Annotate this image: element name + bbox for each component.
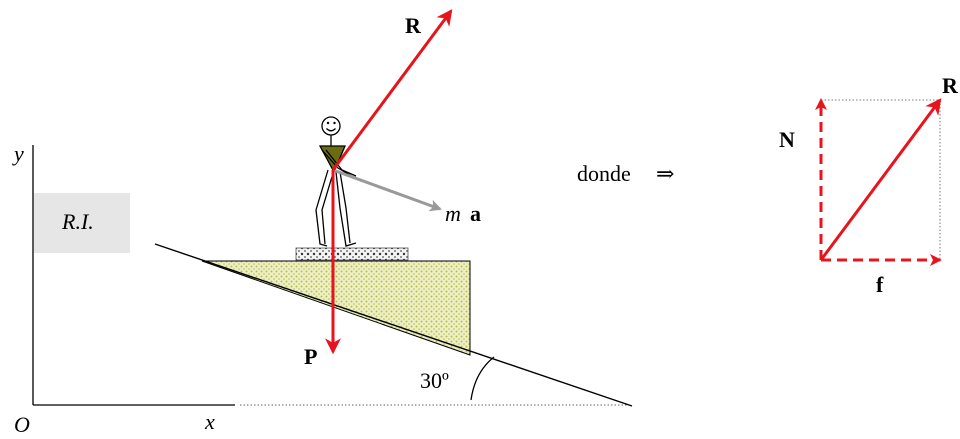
y-axis-label: y	[12, 141, 24, 166]
friction-label: f	[876, 272, 884, 297]
angle-arc	[470, 356, 495, 401]
force-vectors: R P m a	[304, 9, 481, 369]
smiley-face-icon	[321, 116, 341, 136]
decomposed-resultant-label: R	[942, 73, 959, 98]
reference-frame-label: R.I.	[61, 209, 94, 234]
incline-surface	[154, 243, 633, 407]
resultant-label: R	[405, 13, 422, 38]
stick-figure	[315, 116, 357, 247]
angle-label: 30º	[420, 368, 449, 393]
vector-decomposition: N f R	[779, 73, 959, 297]
inertial-mass-label: m	[445, 201, 461, 226]
reference-frame-box: R.I.	[34, 193, 130, 253]
wedge-block	[201, 260, 471, 356]
normal-label: N	[779, 127, 795, 152]
skateboard-icon	[295, 247, 409, 261]
inertial-force-arrow	[332, 168, 442, 212]
decomposed-resultant-arrow	[819, 98, 942, 261]
weight-label: P	[304, 344, 317, 369]
origin-label: O	[14, 412, 30, 437]
incline: 30º	[154, 243, 633, 407]
implies-arrow-icon: ⇒	[656, 161, 674, 186]
connector: donde ⇒	[577, 161, 674, 186]
resultant-arrow	[331, 9, 453, 171]
connector-text: donde	[577, 161, 631, 186]
coordinate-axes: y x O	[12, 141, 632, 437]
x-axis-label: x	[204, 409, 215, 434]
inertial-accel-label: a	[470, 201, 481, 226]
